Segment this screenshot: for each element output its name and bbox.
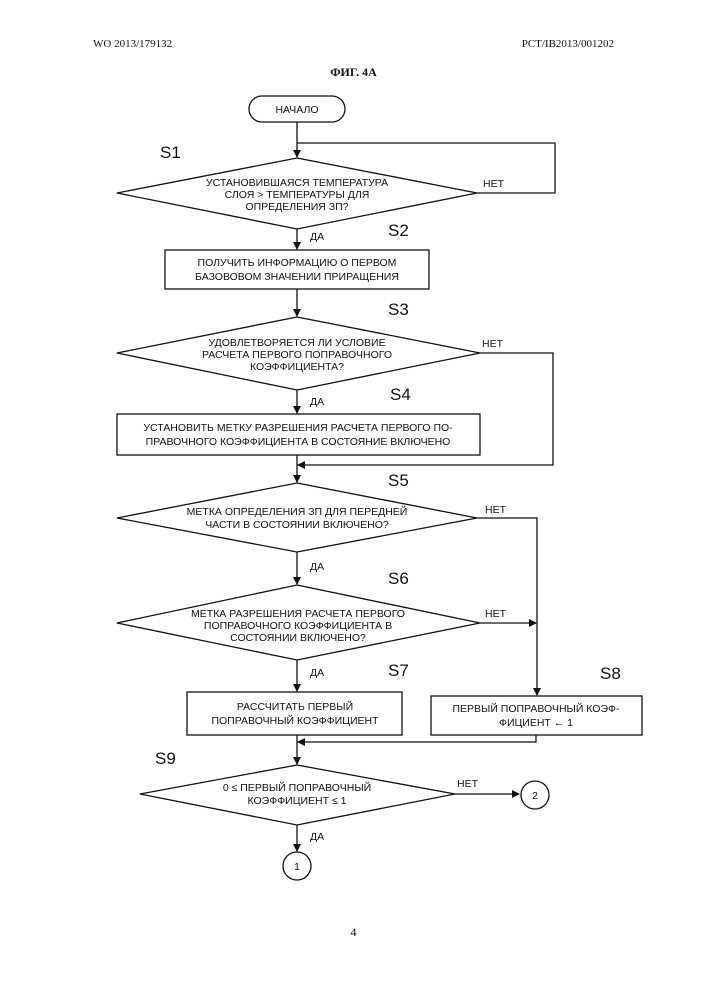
s9-line-1: 0 ≤ ПЕРВЫЙ ПОПРАВОЧНЫЙ bbox=[223, 781, 371, 794]
s4-line-2: ПРАВОЧНОГО КОЭФФИЦИЕНТА В СОСТОЯНИЕ ВКЛЮ… bbox=[146, 436, 451, 448]
s1-yes-label: ДА bbox=[310, 231, 324, 243]
s9-yes-label: ДА bbox=[310, 831, 324, 843]
s1-no-label: НЕТ bbox=[483, 178, 505, 190]
flow-s5-no bbox=[477, 518, 537, 695]
step-label-s3: S3 bbox=[388, 300, 409, 319]
s5-yes-label: ДА bbox=[310, 561, 324, 573]
connector-2-label: 2 bbox=[532, 790, 538, 802]
connectors bbox=[297, 122, 555, 851]
process-s2 bbox=[165, 250, 429, 289]
step-label-s8: S8 bbox=[600, 664, 621, 683]
start-label: НАЧАЛО bbox=[275, 104, 318, 116]
s6-line-1: МЕТКА РАЗРЕШЕНИЯ РАСЧЕТА ПЕРВОГО bbox=[191, 608, 405, 620]
s5-line-1: МЕТКА ОПРЕДЕЛЕНИЯ ЗП ДЛЯ ПЕРЕДНЕЙ bbox=[187, 505, 408, 518]
s6-line-3: СОСТОЯНИИ ВКЛЮЧЕНО? bbox=[230, 632, 366, 644]
process-s8 bbox=[431, 696, 642, 735]
step-label-s4: S4 bbox=[390, 385, 411, 404]
step-label-s2: S2 bbox=[388, 221, 409, 240]
process-s4 bbox=[117, 414, 480, 455]
process-s7 bbox=[187, 692, 402, 735]
s6-no-label: НЕТ bbox=[485, 608, 507, 620]
s3-line-1: УДОВЛЕТВОРЯЕТСЯ ЛИ УСЛОВИЕ bbox=[208, 337, 385, 349]
s8-line-2: ФИЦИЕНТ ← 1 bbox=[499, 717, 573, 729]
s1-line-1: УСТАНОВИВШАЯСЯ ТЕМПЕРАТУРА bbox=[206, 177, 388, 189]
s1-line-2: СЛОЯ > ТЕМПЕРАТУРЫ ДЛЯ bbox=[225, 189, 370, 201]
s5-line-2: ЧАСТИ В СОСТОЯНИИ ВКЛЮЧЕНО? bbox=[205, 519, 389, 531]
step-label-s6: S6 bbox=[388, 569, 409, 588]
s3-yes-label: ДА bbox=[310, 396, 324, 408]
connector-1-label: 1 bbox=[294, 861, 300, 873]
s9-line-2: КОЭФФИЦИЕНТ ≤ 1 bbox=[248, 795, 347, 807]
s4-line-1: УСТАНОВИТЬ МЕТКУ РАЗРЕШЕНИЯ РАСЧЕТА ПЕРВ… bbox=[143, 422, 453, 434]
s3-line-2: РАСЧЕТА ПЕРВОГО ПОПРАВОЧНОГО bbox=[202, 349, 392, 361]
step-label-s7: S7 bbox=[388, 661, 409, 680]
s3-no-label: НЕТ bbox=[482, 338, 504, 350]
s2-line-1: ПОЛУЧИТЬ ИНФОРМАЦИЮ О ПЕРВОМ bbox=[198, 257, 397, 269]
flow-s8-merge bbox=[298, 735, 536, 742]
step-label-s9: S9 bbox=[155, 749, 176, 768]
s5-no-label: НЕТ bbox=[485, 504, 507, 516]
step-label-s5: S5 bbox=[388, 471, 409, 490]
s8-line-1: ПЕРВЫЙ ПОПРАВОЧНЫЙ КОЭФ- bbox=[452, 702, 620, 715]
s1-line-3: ОПРЕДЕЛЕНИЯ ЗП? bbox=[245, 201, 348, 213]
s7-line-1: РАССЧИТАТЬ ПЕРВЫЙ bbox=[237, 700, 353, 713]
step-label-s1: S1 bbox=[160, 143, 181, 162]
page-number: 4 bbox=[0, 925, 707, 940]
s3-line-3: КОЭФФИЦИЕНТА? bbox=[250, 361, 344, 373]
s7-line-2: ПОПРАВОЧНЫЙ КОЭФФИЦИЕНТ bbox=[211, 714, 379, 727]
s9-no-label: НЕТ bbox=[457, 778, 479, 790]
s2-line-2: БАЗОВОВОМ ЗНАЧЕНИИ ПРИРАЩЕНИЯ bbox=[195, 271, 399, 283]
s6-yes-label: ДА bbox=[310, 667, 324, 679]
s6-line-2: ПОПРАВОЧНОГО КОЭФФИЦИЕНТА В bbox=[204, 620, 392, 632]
